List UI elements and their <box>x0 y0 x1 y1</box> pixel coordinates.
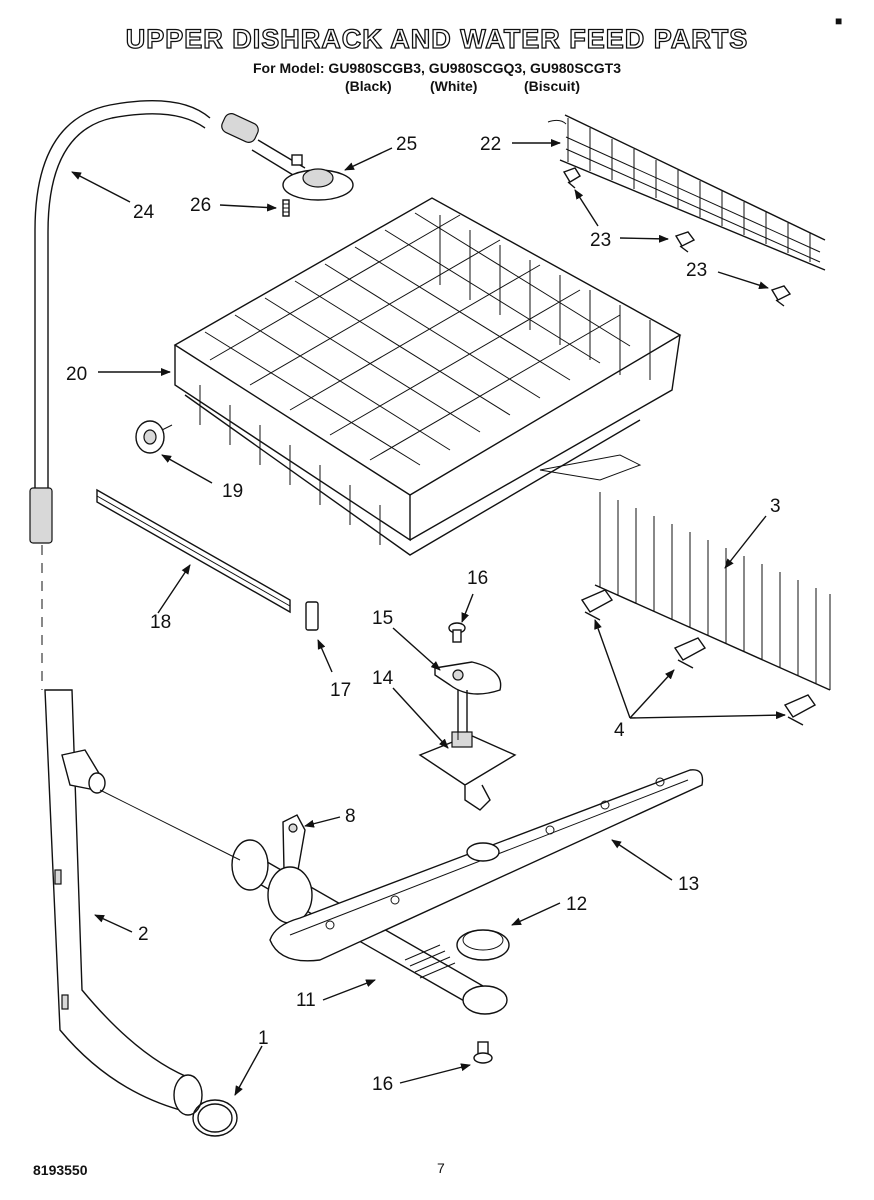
page-title: UPPER DISHRACK AND WATER FEED PARTS <box>125 23 749 54</box>
bracket-15 <box>434 661 502 695</box>
leader-lines <box>71 139 786 1096</box>
document-number: 8193550 <box>33 1162 88 1178</box>
callout-23-b: 23 <box>686 260 707 281</box>
callout-25: 25 <box>396 134 417 155</box>
callout-2: 2 <box>138 924 149 945</box>
callout-4: 4 <box>614 720 625 741</box>
clip-23b <box>674 231 696 253</box>
screw-16-top <box>448 622 466 643</box>
clip-23a <box>562 167 581 189</box>
variant-biscuit: (Biscuit) <box>524 78 580 94</box>
o-ring-1 <box>192 1099 238 1137</box>
bearing-ring-12 <box>456 929 510 961</box>
clip-4a <box>580 589 614 621</box>
callout-23-a: 23 <box>590 230 611 251</box>
page-number: 7 <box>437 1160 445 1176</box>
clip-4c <box>783 694 817 726</box>
callout-16-bottom: 16 <box>372 1074 393 1095</box>
callout-11: 11 <box>296 990 316 1011</box>
assembly-line <box>99 789 241 861</box>
callout-14: 14 <box>372 668 394 689</box>
model-line: For Model: GU980SCGB3, GU980SCGQ3, GU980… <box>253 60 621 76</box>
inlet-nozzle-25 <box>221 113 354 201</box>
callout-24: 24 <box>133 202 155 223</box>
callout-18: 18 <box>150 612 171 633</box>
callout-22: 22 <box>480 134 501 155</box>
callout-1: 1 <box>258 1028 269 1049</box>
callout-17: 17 <box>330 680 351 701</box>
tine-row-3 <box>594 492 831 691</box>
callout-26: 26 <box>190 195 211 216</box>
stop-clip-17 <box>305 601 319 631</box>
callout-13: 13 <box>678 874 699 895</box>
callout-labels: 24 25 26 22 23 23 20 19 18 17 16 15 14 3… <box>66 134 781 1095</box>
callout-15: 15 <box>372 608 393 629</box>
rack-section-22 <box>547 114 826 271</box>
spray-arm-13 <box>269 769 704 962</box>
upper-dishrack-20 <box>173 197 682 556</box>
track-rail-18 <box>96 488 291 614</box>
callout-8: 8 <box>345 806 356 827</box>
callout-16-top: 16 <box>467 568 488 589</box>
feed-hose-24 <box>29 100 211 690</box>
screw-26 <box>282 199 290 217</box>
clip-23c <box>770 285 792 307</box>
callout-20: 20 <box>66 364 87 385</box>
callout-12: 12 <box>566 894 587 915</box>
mount-14 <box>418 690 517 811</box>
clip-4b <box>673 637 707 669</box>
variant-black: (Black) <box>345 78 392 94</box>
rack-roller-19 <box>135 420 173 454</box>
feed-tube-2 <box>44 689 203 1116</box>
variant-white: (White) <box>430 78 478 94</box>
callout-19: 19 <box>222 481 243 502</box>
corner-mark: ■ <box>835 14 843 28</box>
callout-3: 3 <box>770 496 781 517</box>
